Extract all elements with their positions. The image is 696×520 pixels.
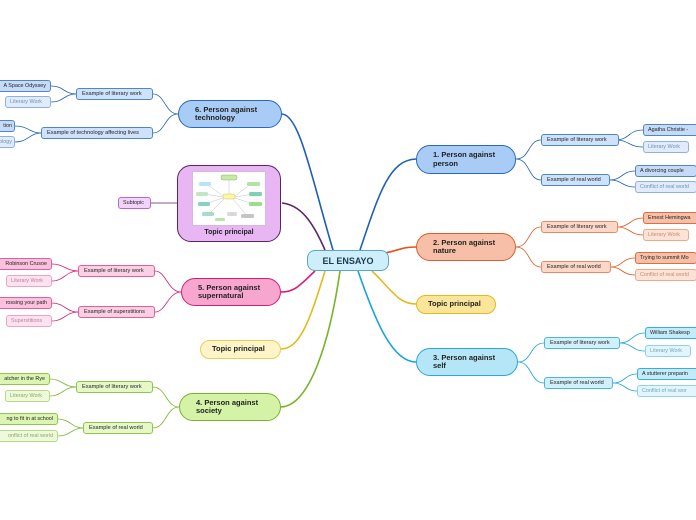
technology-literary-work[interactable]: Example of literary work [76, 88, 153, 100]
topic-person-against-society[interactable]: 4. Person against society [179, 393, 281, 421]
topic-person-against-technology[interactable]: 6. Person against technology [178, 100, 282, 128]
person-real-value[interactable]: A divorcing couple [635, 165, 696, 177]
technology-literary-value[interactable]: A Space Odyssey [0, 80, 51, 92]
link-topic-left [280, 270, 326, 350]
nature-literary-tag[interactable]: Literary Work [643, 229, 689, 241]
nature-literary-value[interactable]: Ernest Hemingwa [643, 212, 696, 224]
self-real-world[interactable]: Example of real world [544, 377, 613, 389]
self-literary-work[interactable]: Example of literary work [544, 337, 620, 349]
topic-principal-right[interactable]: Topic principal [416, 295, 496, 314]
superstitions-tag[interactable]: Superstitions [6, 315, 52, 327]
person-real-tag[interactable]: Conflict of real world [635, 181, 696, 193]
topic-principal-left[interactable]: Topic principal [200, 340, 281, 359]
central-topic[interactable]: EL ENSAYO [307, 250, 389, 271]
self-literary-value[interactable]: William Shakesp [645, 327, 696, 339]
topic-person-against-nature[interactable]: 2. Person against nature [416, 233, 516, 261]
person-literary-work[interactable]: Example of literary work [541, 134, 619, 146]
society-literary-tag[interactable]: Literary Work [5, 390, 50, 402]
supernatural-literary-work[interactable]: Example of literary work [78, 265, 155, 277]
technology-affecting-tag[interactable]: ology [0, 136, 15, 148]
superstitions-value[interactable]: rossing your path [0, 297, 52, 309]
link-nature [384, 246, 417, 254]
society-literary-work[interactable]: Example of literary work [76, 381, 153, 393]
mind-map-thumbnail-image [192, 171, 266, 226]
link-self [357, 270, 417, 363]
link-image [281, 202, 326, 251]
topic-person-against-person[interactable]: 1. Person against person [416, 145, 516, 174]
topic-person-against-self[interactable]: 3. Person against self [416, 348, 518, 376]
nature-literary-work[interactable]: Example of literary work [541, 221, 618, 233]
supernatural-literary-tag[interactable]: Literary Work [6, 275, 52, 287]
technology-affecting-lives[interactable]: Example of technology affecting lives [41, 127, 153, 139]
supernatural-literary-value[interactable]: Robinson Crusoe [0, 258, 52, 270]
supernatural-superstitions[interactable]: Example of superstitions [78, 306, 155, 318]
subtopic-node[interactable]: Subtopic [118, 197, 151, 209]
self-real-value[interactable]: A stutterer preparin [637, 368, 696, 380]
person-literary-tag[interactable]: Literary Work [643, 141, 689, 153]
nature-real-value[interactable]: Trying to summit Mo [635, 252, 696, 264]
nature-real-world[interactable]: Example of real world [541, 261, 611, 273]
self-literary-tag[interactable]: Literary Work [645, 345, 691, 357]
link-person [359, 158, 417, 251]
image-topic-caption: Topic principal [204, 229, 254, 236]
topic-person-against-supernatural[interactable]: 5. Person against supernatural [181, 278, 281, 306]
technology-affecting-value[interactable]: tion [0, 120, 15, 132]
link-supernatural [280, 270, 316, 293]
person-real-world[interactable]: Example of real world [541, 174, 610, 186]
self-real-tag[interactable]: Conflict of real wor [637, 385, 696, 397]
nature-real-tag[interactable]: Conflict of real world [635, 269, 696, 281]
link-topic-right [371, 270, 417, 305]
society-literary-value[interactable]: atcher in the Rye [0, 373, 50, 385]
society-real-world[interactable]: Example of real world [83, 422, 153, 434]
person-literary-value[interactable]: Agatha Christie - [643, 124, 696, 136]
link-technology [281, 113, 334, 251]
technology-literary-tag[interactable]: Literary Work [5, 96, 51, 108]
link-society [280, 270, 341, 408]
topic-principal-image[interactable]: Topic principal [177, 165, 281, 242]
society-real-value[interactable]: ng to fit in at school [0, 413, 58, 425]
society-real-tag[interactable]: onflict of real world [0, 430, 58, 442]
